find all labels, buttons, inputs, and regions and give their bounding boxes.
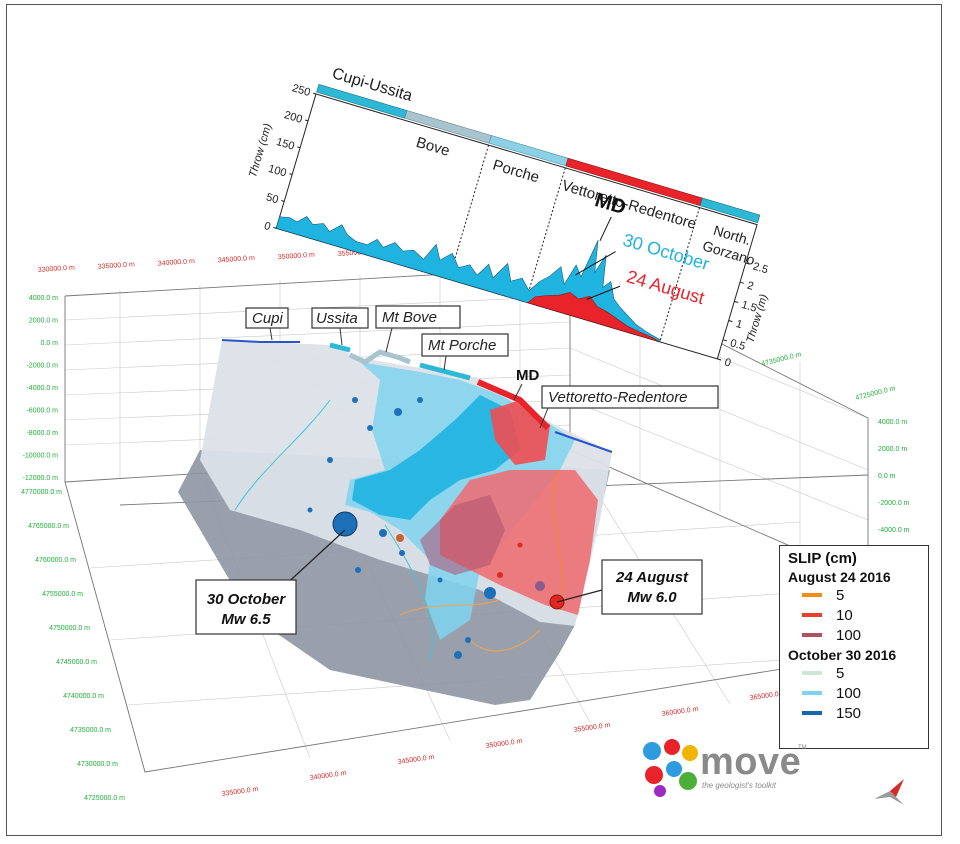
legend-item: 100 [788,683,920,703]
right-depth-ticks: 4000.0 m 2000.0 m 0.0 m -2000.0 m -4000.0 m [878,419,910,534]
legend-aug-title: August 24 2016 [788,569,891,585]
earthquake-hypocenters [307,397,565,659]
tick-label: 335000.0 m [221,786,259,798]
tick-label: 4750000.0 m [49,625,90,632]
tick-label: 355000.0 m [573,722,611,734]
tick-label: 4745000.0 m [56,659,97,666]
tick-label: -4000.0 m [26,385,58,392]
tick-label: 200 [283,109,304,126]
tick-label: 360000.0 m [661,706,699,718]
logo-tagline: the geologist's toolkit [702,781,777,790]
swatch [802,671,822,675]
tick-label: -2000.0 m [26,363,58,370]
left-depth-ticks: 4000.0 m 2000.0 m 0.0 m -2000.0 m -4000.0 m -… [23,295,59,482]
tick-label: 345000.0 m [397,754,435,766]
north-arrow-icon [874,779,904,805]
legend-item: 5 [788,663,920,683]
tick-label: 250 [291,82,312,99]
swatch [802,593,822,597]
tick-label: 345000.0 m [218,255,256,265]
tick-label: 2.5 [751,260,769,276]
swatch [802,633,822,637]
slip-legend: SLIP (cm) August 24 2016 5 10 100 Octobe… [779,545,929,749]
svg-text:Ussita: Ussita [316,310,358,327]
tick-label: -6000.0 m [26,408,58,415]
tick-label: -8000.0 m [26,430,58,437]
tick-label: 4755000.0 m [42,591,83,598]
tick-label: 340000.0 m [158,258,196,268]
tick-label: 4735000.0 m [70,727,111,734]
tick-label: 1 [734,318,743,331]
earthquake-callouts: 30 October Mw 6.5 24 August Mw 6.0 [195,529,703,635]
fault-name-labels: Cupi Ussita Mt Bove Mt Porche MD Vettore… [245,305,719,429]
aug-throw-area [526,292,660,343]
tick-label: 355000.0 m [338,248,376,258]
tick-label: 350000.0 m [485,738,523,750]
throw-profile: Cupi-Ussita Bove Porche Vettoretto-Reden… [247,65,770,370]
tick-label: -12000.0 m [23,475,59,482]
fault-traces [221,339,613,453]
tick-label: 2000.0 m [878,446,907,453]
tick-label: 350000.0 m [278,252,316,262]
tick-label: 4770000.0 m [21,489,62,496]
tick-label: 0.0 m [40,340,58,347]
segment-bar-north-gorzano [699,197,761,224]
svg-text:Cupi: Cupi [252,310,284,327]
tick-label: 4000.0 m [29,295,58,302]
tick-label: 0 [723,356,732,369]
legend-item: 5 [788,585,920,605]
fault-surface [178,340,612,705]
svg-text:Mt Bove: Mt Bove [382,309,437,326]
legend-oct-title: October 30 2016 [788,647,897,663]
tick-label: 4725000.0 m [84,795,125,802]
tick-label: 4740000.0 m [63,693,104,700]
svg-text:24 August: 24 August [615,569,689,586]
left-throw-axis: 250 200 150 100 50 0 [263,82,317,233]
tick-label: 0.0 m [878,473,896,480]
tick-label: 150 [275,136,296,153]
tick-label: 4765000.0 m [28,523,69,530]
tick-label: 4000.0 m [878,419,907,426]
legend-item: 10 [788,605,920,625]
right-north-ticks: 4735000.0 m 4725000.0 m [761,351,897,402]
tick-label: -4000.0 m [878,527,910,534]
tick-label: 2 [746,280,755,293]
tick-label: 4760000.0 m [35,557,76,564]
tick-label: 0 [263,220,272,233]
tick-label: 335000.0 m [98,261,136,271]
svg-text:30 October: 30 October [207,591,287,608]
logo-tm: TM [798,745,807,751]
svg-text:Mw 6.5: Mw 6.5 [221,611,271,628]
tick-label: 0.5 [729,337,747,353]
swatch [802,613,822,617]
svg-text:Vettoretto-Redentore: Vettoretto-Redentore [548,389,688,406]
left-north-ticks: 4770000.0 m 4765000.0 m 4760000.0 m 4755000… [21,489,125,802]
legend-item: 100 [788,625,920,645]
tick-label: 4730000.0 m [77,761,118,768]
tick-label: 50 [265,191,280,206]
svg-text:MD: MD [516,367,539,384]
swatch [802,711,822,715]
move-logo-icon [643,739,698,797]
tick-label: 4735000.0 m [761,351,803,368]
svg-text:Mt Porche: Mt Porche [428,337,496,354]
swatch [802,691,822,695]
tick-label: 100 [267,163,288,180]
tick-label: 4725000.0 m [855,385,897,402]
tick-label: 1.5 [740,299,758,315]
svg-text:Mw 6.0: Mw 6.0 [627,589,677,606]
legend-item: 150 [788,703,920,723]
tick-label: 330000.0 m [38,264,76,274]
tick-label: -10000.0 m [23,453,59,460]
figure-frame [6,4,942,836]
move-logo: move TM the geologist's toolkit [640,737,810,799]
tick-label: -2000.0 m [878,500,910,507]
right-throw-axis: 2.5 2 1.5 1 0.5 0 [717,260,769,370]
logo-word: move [700,741,802,783]
tick-label: 2000.0 m [29,318,58,325]
legend-title: SLIP (cm) [788,550,857,567]
tick-label: 340000.0 m [309,770,347,782]
